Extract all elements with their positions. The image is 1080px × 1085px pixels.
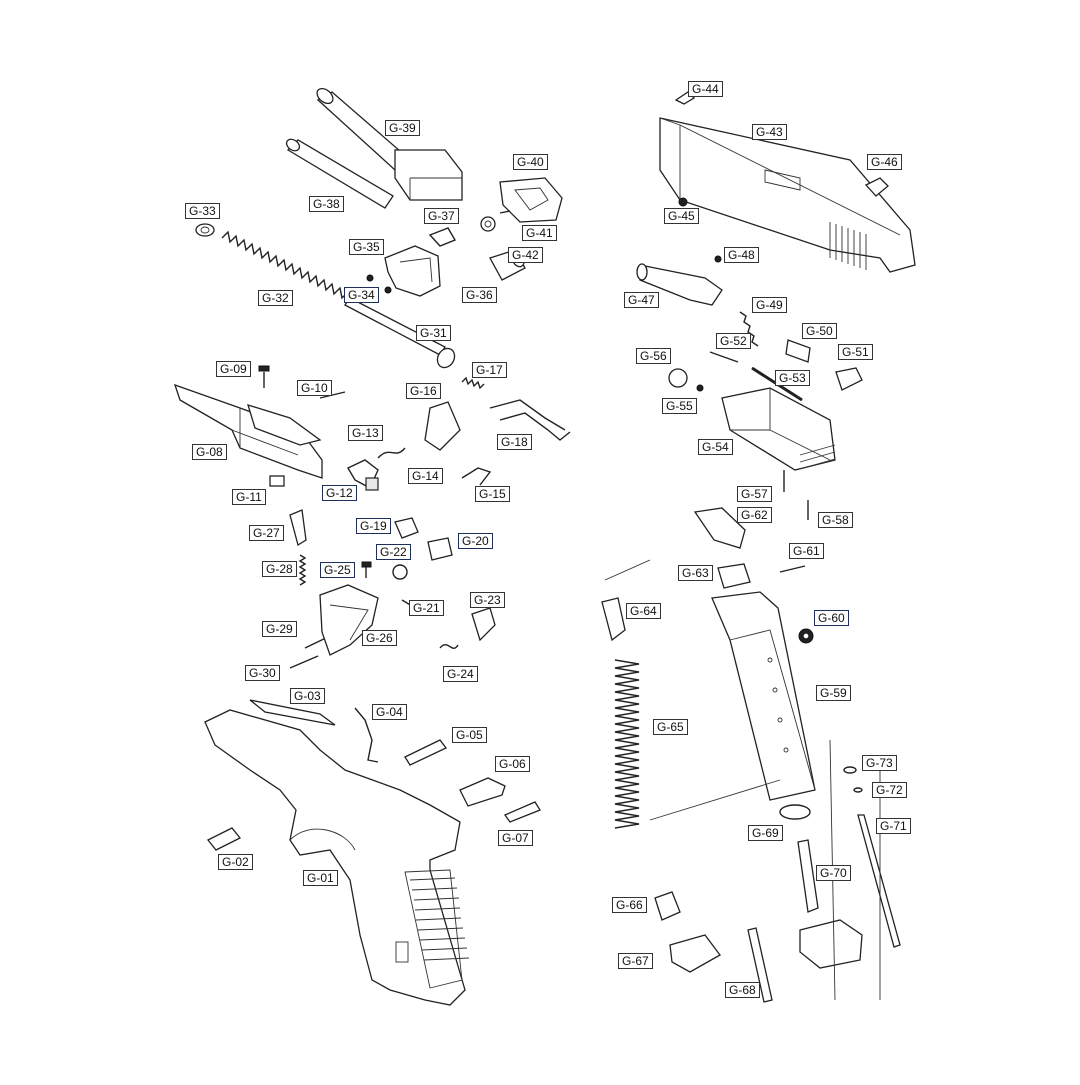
part-label-g-64: G-64 [626,603,661,619]
part-label-g-24: G-24 [443,666,478,682]
part-label-g-19: G-19 [356,518,391,534]
part-label-g-56: G-56 [636,348,671,364]
part-label-g-66: G-66 [612,897,647,913]
chamber-block-drawing [394,149,463,201]
spring-17-drawing [461,376,485,390]
part-label-g-07: G-07 [498,830,533,846]
part-label-g-27: G-27 [249,525,284,541]
part-label-g-41: G-41 [522,225,557,241]
part-label-g-62: G-62 [737,507,772,523]
part-label-g-72: G-72 [872,782,907,798]
part-label-g-35: G-35 [349,239,384,255]
part-label-g-01: G-01 [303,870,338,886]
screw-drawing [258,365,372,578]
part-label-g-54: G-54 [698,439,733,455]
part-label-g-47: G-47 [624,292,659,308]
part-label-g-57: G-57 [737,486,772,502]
part-label-g-63: G-63 [678,565,713,581]
part-label-g-52: G-52 [716,333,751,349]
part-label-g-69: G-69 [748,825,783,841]
part-label-g-36: G-36 [462,287,497,303]
part-label-g-08: G-08 [192,444,227,460]
part-label-g-06: G-06 [495,756,530,772]
lower-frame-drawing [204,699,541,1006]
part-label-g-05: G-05 [452,727,487,743]
magazine-base-drawing [654,739,901,1003]
piston-drawing [636,255,863,391]
part-label-g-21: G-21 [409,600,444,616]
part-label-g-44: G-44 [688,81,723,97]
part-label-g-13: G-13 [348,425,383,441]
part-label-g-22: G-22 [376,544,411,560]
part-label-g-12: G-12 [322,485,357,501]
magazine-lips-drawing [693,507,806,589]
part-label-g-70: G-70 [816,865,851,881]
part-label-g-18: G-18 [497,434,532,450]
rail-frame-insert-drawing [173,383,323,479]
part-label-g-14: G-14 [408,468,443,484]
small-lever-drawing [269,467,492,487]
part-label-g-34: G-34 [344,287,379,303]
part-label-g-45: G-45 [664,208,699,224]
part-label-g-46: G-46 [867,154,902,170]
part-label-g-61: G-61 [789,543,824,559]
part-label-g-02: G-02 [218,854,253,870]
part-label-g-51: G-51 [838,344,873,360]
part-label-g-28: G-28 [262,561,297,577]
part-label-g-33: G-33 [185,203,220,219]
part-label-g-39: G-39 [385,120,420,136]
part-label-g-17: G-17 [472,362,507,378]
recoil-spring-cap-drawing [195,223,215,237]
outer-barrel-drawing [316,87,409,171]
part-label-g-10: G-10 [297,380,332,396]
magazine-body-drawing [711,591,816,801]
clip-drawing [428,227,457,247]
part-label-g-11: G-11 [232,489,266,505]
nozzle-housing-drawing [366,245,441,297]
part-label-g-40: G-40 [513,154,548,170]
slide-drawing [659,91,916,273]
part-label-g-30: G-30 [245,665,280,681]
part-label-g-58: G-58 [818,512,853,528]
part-label-g-55: G-55 [662,398,697,414]
part-label-g-59: G-59 [816,685,851,701]
part-label-g-23: G-23 [470,592,505,608]
part-label-g-15: G-15 [475,486,510,502]
part-label-g-67: G-67 [618,953,653,969]
part-label-g-26: G-26 [362,630,397,646]
part-label-g-68: G-68 [725,982,760,998]
part-label-g-20: G-20 [458,533,493,549]
part-label-g-49: G-49 [752,297,787,313]
part-label-g-25: G-25 [320,562,355,578]
part-label-g-60: G-60 [814,610,849,626]
recoil-spring-drawing [221,230,349,300]
part-label-g-42: G-42 [508,247,543,263]
magazine-spring-drawing [601,559,781,829]
nozzle-block-drawing [668,351,836,520]
hammer-group-drawing [289,509,496,656]
part-label-g-31: G-31 [416,325,451,341]
trigger-bar-drawing [424,399,571,451]
part-label-g-50: G-50 [802,323,837,339]
hop-up-unit-drawing [480,177,563,232]
part-label-g-32: G-32 [258,290,293,306]
part-label-g-37: G-37 [424,208,459,224]
part-label-g-09: G-09 [216,361,251,377]
part-label-g-65: G-65 [653,719,688,735]
part-label-g-73: G-73 [862,755,897,771]
part-label-g-04: G-04 [372,704,407,720]
part-label-g-43: G-43 [752,124,787,140]
part-label-g-48: G-48 [724,247,759,263]
part-label-g-71: G-71 [876,818,911,834]
part-label-g-16: G-16 [406,383,441,399]
part-label-g-53: G-53 [775,370,810,386]
part-label-g-29: G-29 [262,621,297,637]
part-label-g-38: G-38 [309,196,344,212]
spring-13-drawing [347,447,406,491]
inner-barrel-drawing [285,138,394,209]
part-label-g-03: G-03 [290,688,325,704]
